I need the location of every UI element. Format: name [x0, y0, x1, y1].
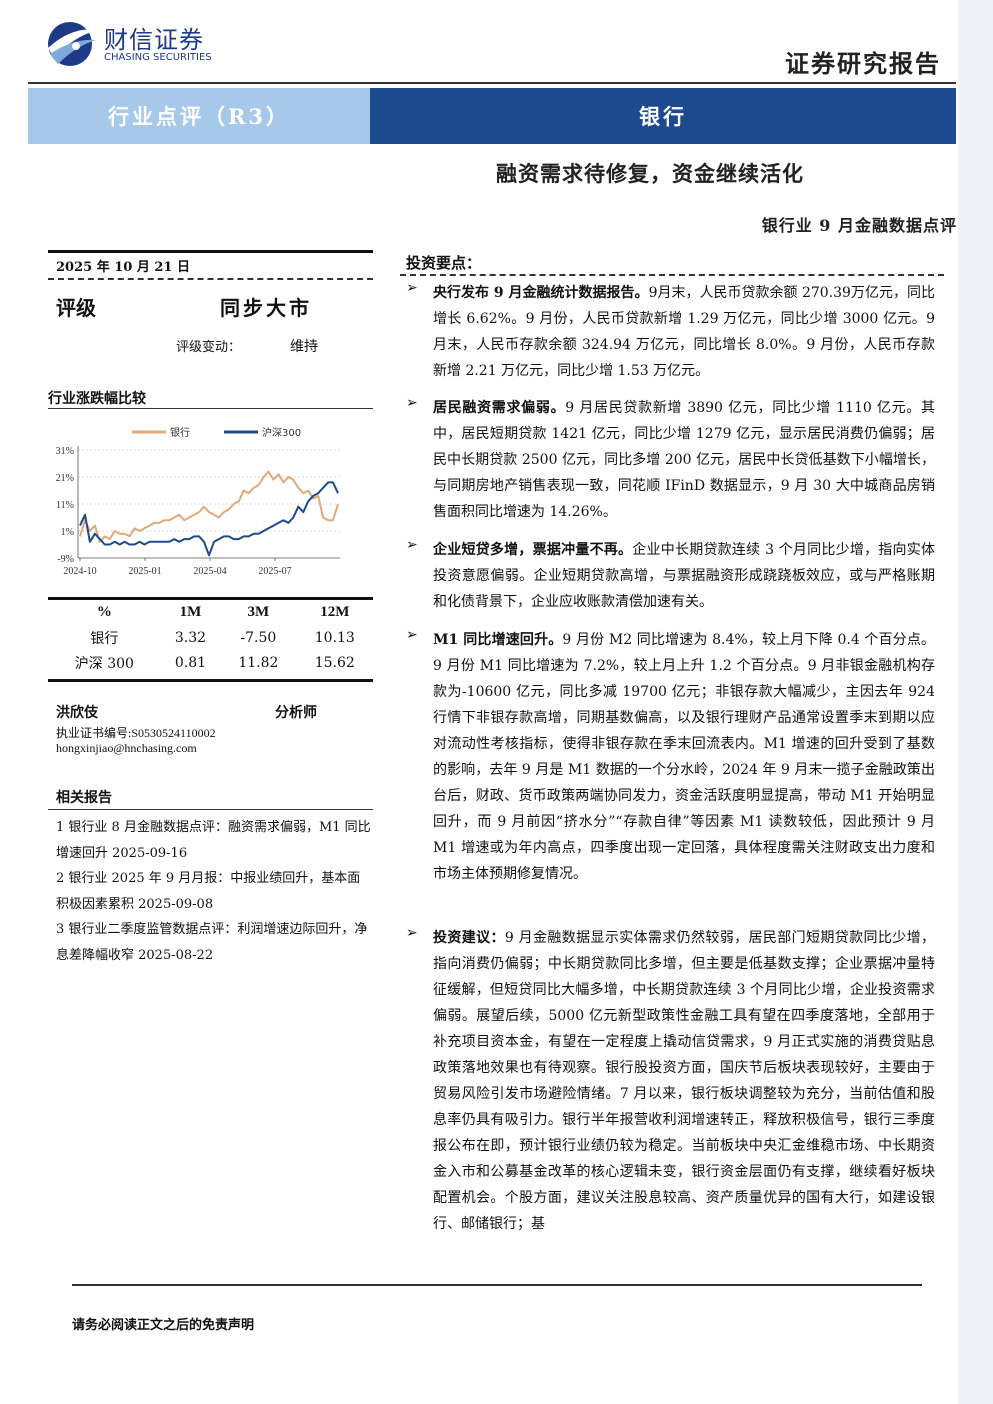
right-margin-strip: [958, 0, 993, 1404]
bullet-point: ➢ 央行发布 9 月金融统计数据报告。9月末，人民币贷款余额 270.39万亿元…: [406, 280, 936, 384]
bullet-text: 央行发布 9 月金融统计数据报告。9月末，人民币贷款余额 270.39万亿元，同…: [433, 280, 935, 384]
chart-y-tick-label: 31%: [56, 446, 74, 457]
chart-legend-label: 银行: [170, 426, 190, 439]
footer-rule: [72, 1284, 922, 1286]
industry-performance-chart: 31% 21% 11% 1% -9%2024-10 2025-01 2025-04 2025-…: [56, 426, 340, 577]
bullet-text: 居民融资需求偏弱。9 月居民贷款新增 3890 亿元，同比少增 1110 亿元。…: [433, 395, 935, 525]
bullet-lead: 央行发布 9 月金融统计数据报告。: [433, 285, 649, 301]
table-cell: -7.50: [240, 629, 277, 646]
chart-y-tick-label: -9%: [57, 554, 74, 565]
analyst-email[interactable]: hongxinjiao@hnchasing.com: [56, 741, 197, 755]
bullet-arrow-icon: ➢: [406, 537, 418, 553]
table-top-rule: [48, 597, 373, 600]
table-header-cell: 1M: [179, 604, 202, 620]
bullet-body: 企业中长期贷款连续 3 个月同比少增，指向实体投资意愿偏弱。企业短期贷款高增，与…: [433, 542, 936, 610]
bullet-point: ➢ 企业短贷多增，票据冲量不再。企业中长期贷款连续 3 个月同比少增，指向实体投…: [406, 537, 936, 615]
table-header-row: % 1M 3M 12M: [48, 600, 373, 625]
report-subtitle: 银行业 9 月金融数据点评: [761, 216, 957, 235]
bullet-body: 9 月金融数据显示实体需求仍然较弱，居民部门短期贷款同比少增，指向消费仍偏弱；中…: [433, 930, 935, 1232]
table-cell: 银行: [90, 630, 119, 647]
table-cell: 15.62: [314, 654, 355, 671]
bullet-point: ➢ 居民融资需求偏弱。9 月居民贷款新增 3890 亿元，同比少增 1110 亿…: [406, 395, 936, 525]
rating-value: 同步大市: [220, 296, 312, 320]
bullet-lead: 投资建议：: [433, 930, 505, 946]
bullet-arrow-icon: ➢: [406, 925, 418, 941]
sidebar-dashed-rule: [48, 278, 373, 280]
performance-table: % 1M 3M 12M 银行 3.32 -7.50 10.13 沪深 300 0…: [48, 600, 373, 675]
company-logo: 财信证券 CHASING SECURITIES: [44, 18, 224, 68]
chart-x-tick-label: 2024-10: [63, 566, 96, 577]
report-type: 证券研究报告: [785, 49, 941, 78]
table-cell: 11.82: [238, 654, 279, 671]
bullet-body: 9 月居民贷款新增 3890 亿元，同比少增 1110 亿元。其中，居民短期贷款…: [433, 400, 935, 520]
related-report-item[interactable]: 1 银行业 8 月金融数据点评：融资需求偏弱，M1 同比增速回升 2025-09…: [56, 820, 371, 861]
chart-x-tick-label: 2025-07: [258, 566, 291, 577]
bullet-lead: 企业短贷多增，票据冲量不再。: [433, 542, 633, 558]
bullet-text: M1 同比增速回升。9 月份 M2 同比增速为 8.4%，较上月下降 0.4 个…: [433, 627, 935, 887]
chart-y-tick-label: 11%: [56, 500, 74, 511]
disclaimer-notice[interactable]: 请务必阅读正文之后的免责声明: [72, 1318, 255, 1333]
sidebar-top-rule: [48, 250, 373, 253]
table-cell: 3.32: [174, 629, 207, 646]
chart-x-tick-label: 2025-01: [128, 566, 161, 577]
investment-points-title: 投资要点：: [406, 254, 482, 272]
related-report-item[interactable]: 3 银行业二季度监管数据点评：利润增速边际回升，净息差降幅收窄 2025-08-…: [56, 922, 368, 963]
table-cell: 10.13: [314, 629, 355, 646]
related-reports-title: 相关报告: [56, 790, 112, 806]
industry-band: 银行: [370, 88, 956, 144]
chart-y-tick-label: 21%: [56, 473, 74, 484]
bullet-point: ➢ M1 同比增速回升。9 月份 M2 同比增速为 8.4%，较上月下降 0.4…: [406, 627, 936, 913]
logo-chinese-name: 财信证券: [104, 26, 204, 54]
rating-change-label: 评级变动：: [176, 340, 242, 355]
report-category-band: 行业点评（R3）: [28, 88, 370, 144]
table-cell: 沪深 300: [74, 655, 134, 672]
bullet-lead: M1 同比增速回升。: [433, 632, 563, 648]
report-date: 2025 年 10 月 21 日: [56, 260, 190, 275]
table-cell: 0.81: [174, 654, 207, 671]
points-dashed-rule: [400, 274, 944, 276]
chart-x-tick-label: 2025-04: [193, 566, 226, 577]
table-header-cell: %: [96, 604, 112, 620]
bullet-arrow-icon: ➢: [406, 280, 418, 296]
chart-series-line: [79, 481, 339, 557]
chart-legend-label: 沪深300: [262, 426, 301, 439]
logo-english-name: CHASING SECURITIES: [104, 52, 212, 63]
bullet-arrow-icon: ➢: [406, 627, 418, 643]
bullet-point: ➢ 投资建议：9 月金融数据显示实体需求仍然较弱，居民部门短期贷款同比少增，指向…: [406, 925, 936, 1263]
logo-emblem-icon: [48, 22, 98, 66]
rating-label: 评级: [56, 296, 96, 320]
related-report-item[interactable]: 2 银行业 2025 年 9 月月报：中报业绩回升，基本面积极因素累积 2025…: [56, 871, 361, 912]
table-header-cell: 12M: [320, 604, 350, 620]
bullet-body: 9 月份 M2 同比增速为 8.4%，较上月下降 0.4 个百分点。9 月份 M…: [433, 632, 935, 882]
bullet-arrow-icon: ➢: [406, 395, 418, 411]
bullet-text: 投资建议：9 月金融数据显示实体需求仍然较弱，居民部门短期贷款同比少增，指向消费…: [433, 925, 935, 1237]
bullet-lead: 居民融资需求偏弱。: [433, 400, 566, 416]
header-rule: [28, 82, 956, 84]
analyst-name: 洪欣伎: [56, 705, 98, 721]
table-row: 沪深 300 0.81 11.82 15.62: [48, 650, 373, 675]
analyst-role: 分析师: [275, 705, 317, 721]
chart-section-rule: [48, 408, 373, 409]
rating-change-value: 维持: [290, 339, 318, 355]
analyst-certificate: 执业证书编号:S0530524110002: [56, 726, 216, 740]
table-bottom-rule: [48, 679, 373, 682]
chart-y-tick-label: 1%: [61, 527, 74, 538]
report-title: 融资需求待修复，资金继续活化: [496, 161, 804, 186]
chart-series-line: [79, 470, 339, 543]
chart-section-title: 行业涨跌幅比较: [48, 391, 146, 407]
table-header-cell: 3M: [247, 604, 270, 620]
table-row: 银行 3.32 -7.50 10.13: [48, 625, 373, 650]
related-reports-rule: [48, 809, 373, 810]
bullet-body: 9月末，人民币贷款余额 270.39万亿元，同比增长 6.62%。9 月份，人民…: [433, 285, 935, 379]
bullet-text: 企业短贷多增，票据冲量不再。企业中长期贷款连续 3 个月同比少增，指向实体投资意…: [433, 537, 935, 615]
